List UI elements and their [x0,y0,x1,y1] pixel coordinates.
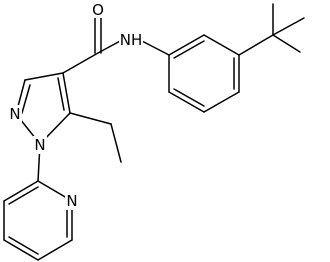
bond-c5-c4 [62,72,71,114]
bond-py-3-double [8,236,39,255]
bond-aryl-5 [203,34,240,56]
atom-n-pyridine: N [65,192,79,210]
bond-carbonyl-nh [97,39,123,54]
bond-c5-ethyl [69,112,112,125]
bond-py-1 [3,180,39,202]
bond-py-1-double [8,186,39,205]
bond-tbu-me3 [272,34,301,53]
bond-aryl-2-double [173,88,205,107]
atom-o: O [91,1,105,19]
bond-c4-c3 [24,72,64,81]
bond-py-3 [3,239,39,261]
atom-nh-label: NH [120,31,143,49]
bond-aryl-6 [168,34,205,56]
atom-n-pyridine-label: N [66,192,77,210]
bond-nh-aryl [139,39,170,56]
atom-n2-label: N [9,105,20,123]
atom-nh: NH [119,31,143,49]
atom-o-label: O [92,1,104,19]
bond-c3-n2-double [21,84,31,114]
bond-tbu-me2 [272,17,305,36]
atom-n1-label: N [34,136,45,154]
bond-aryl-2 [168,91,205,113]
bond-layer [3,3,305,261]
bond-py-4 [37,239,73,261]
bond-c5-c4-double [57,77,65,111]
atom-n2: N [8,105,22,123]
atom-label-layer: O NH N N N [8,1,143,210]
bond-aryl-tbu [238,34,274,56]
bond-aryl-3 [203,91,240,113]
atom-n1: N [33,136,47,154]
bond-carbonyl-c4 [62,52,99,74]
bond-aryl-6-double [173,40,205,59]
bond-ethyl-methyl [110,123,122,163]
